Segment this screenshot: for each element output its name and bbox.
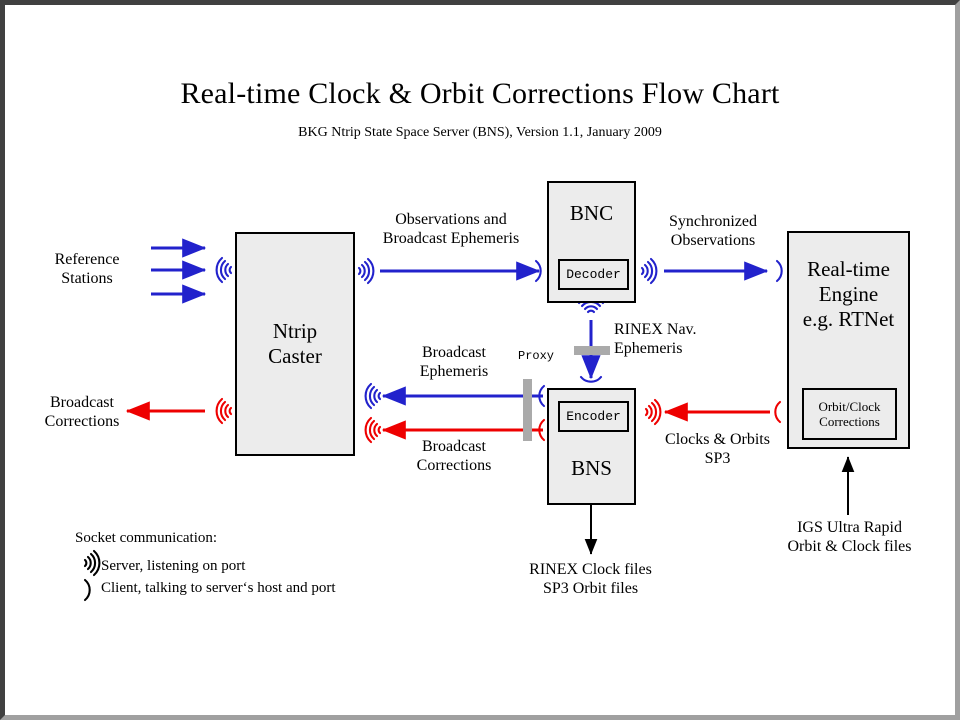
node-realtime-engine[interactable]: Real-time Engine e.g. RTNet Orbit/Clock … [787, 231, 910, 449]
server-socket-icon-caster-obs [357, 257, 375, 285]
label-broadcast-corrections-left-line1: Broadcast [50, 394, 114, 411]
label-reference-stations-line2: Stations [61, 270, 113, 287]
label-reference-stations: Reference Stations [27, 250, 147, 288]
label-synchronized-observations: Synchronized Observations [643, 212, 783, 250]
label-clocks-orbits: Clocks & Orbits SP3 [645, 430, 790, 468]
server-socket-icon-bns-in [644, 398, 662, 426]
rt-engine-label-line1: Real-time [807, 257, 890, 281]
label-clocks-orbits-line1: Clocks & Orbits [665, 431, 770, 448]
label-broadcast-corrections-left-line2: Corrections [44, 413, 120, 430]
rt-engine-label-line2: Engine [818, 282, 879, 306]
label-synchronized-line1: Synchronized [669, 213, 757, 230]
server-socket-icon-caster-out [215, 397, 233, 425]
label-clocks-orbits-line2: SP3 [704, 450, 731, 467]
label-rinex-files-line2: SP3 Orbit files [542, 580, 639, 597]
diagram-canvas: Real-time Clock & Orbit Corrections Flow… [5, 5, 955, 715]
label-synchronized-line2: Observations [670, 232, 756, 249]
ntrip-caster-label-line2: Caster [268, 344, 322, 368]
label-observations-line1: Observations and [395, 211, 507, 228]
label-broadcast-ephemeris-line2: Ephemeris [419, 363, 489, 380]
node-bnc[interactable]: BNC Decoder [547, 181, 636, 303]
server-socket-icon-caster-in [215, 256, 233, 284]
label-reference-stations-line1: Reference [54, 251, 120, 268]
rt-engine-orbitclock-line2: Corrections [819, 414, 880, 429]
label-rinex-nav-line1: RINEX Nav. [614, 321, 697, 338]
label-igs-ultra-rapid: IGS Ultra Rapid Orbit & Clock files [757, 518, 942, 556]
rt-engine-label-line3: e.g. RTNet [802, 307, 895, 331]
proxy-bar-horizontal [574, 346, 610, 355]
label-proxy: Proxy [518, 349, 555, 363]
label-igs-line2: Orbit & Clock files [787, 538, 912, 555]
bns-encoder-subbox[interactable]: Encoder [558, 401, 629, 432]
label-broadcast-corrections-mid-line1: Broadcast [422, 438, 486, 455]
label-rinex-files-line1: RINEX Clock files [529, 561, 652, 578]
rt-engine-orbitclock-subbox[interactable]: Orbit/Clock Corrections [802, 388, 897, 440]
bnc-decoder-subbox[interactable]: Decoder [558, 259, 629, 290]
label-igs-line1: IGS Ultra Rapid [797, 519, 902, 536]
page-subtitle: BKG Ntrip State Space Server (BNS), Vers… [298, 125, 662, 140]
client-socket-icon-rtengine-in [775, 259, 783, 283]
legend-server-text: Server, listening on port [101, 558, 246, 574]
node-bns[interactable]: Encoder BNS [547, 388, 636, 505]
label-rinex-sp3-files: RINEX Clock files SP3 Orbit files [503, 560, 678, 598]
bns-encoder-label: Encoder [566, 409, 621, 424]
bns-label: BNS [571, 456, 612, 480]
server-socket-icon-caster-eph [364, 382, 382, 410]
label-broadcast-ephemeris: Broadcast Ephemeris [389, 343, 519, 381]
node-ntrip-caster[interactable]: Ntrip Caster [235, 232, 355, 456]
ntrip-caster-label-line1: Ntrip [272, 319, 318, 343]
label-rinex-nav-line2: Ephemeris [614, 340, 683, 357]
client-socket-icon-rtengine-out [774, 400, 782, 424]
label-broadcast-ephemeris-line1: Broadcast [422, 344, 486, 361]
label-rinex-nav-ephemeris: RINEX Nav. Ephemeris [614, 320, 754, 358]
label-observations-line2: Broadcast Ephemeris [382, 230, 520, 247]
label-broadcast-corrections-mid-line2: Corrections [416, 457, 492, 474]
diagram-connectors [83, 238, 855, 602]
server-socket-icon-caster-corr [364, 416, 382, 444]
bnc-label: BNC [569, 201, 614, 225]
legend: Socket communication: Server, listening … [75, 530, 336, 596]
rt-engine-orbitclock-line1: Orbit/Clock [818, 399, 881, 414]
server-socket-icon-bnc-out [640, 257, 658, 285]
label-broadcast-corrections-mid: Broadcast Corrections [389, 437, 519, 475]
label-observations: Observations and Broadcast Ephemeris [361, 210, 541, 248]
legend-heading: Socket communication: [75, 530, 218, 546]
page-title: Real-time Clock & Orbit Corrections Flow… [180, 77, 780, 110]
label-broadcast-corrections-left: Broadcast Corrections [17, 393, 147, 431]
legend-client-text: Client, talking to server‘s host and por… [101, 580, 336, 596]
bnc-decoder-label: Decoder [566, 267, 621, 282]
proxy-bar-vertical [523, 379, 532, 441]
